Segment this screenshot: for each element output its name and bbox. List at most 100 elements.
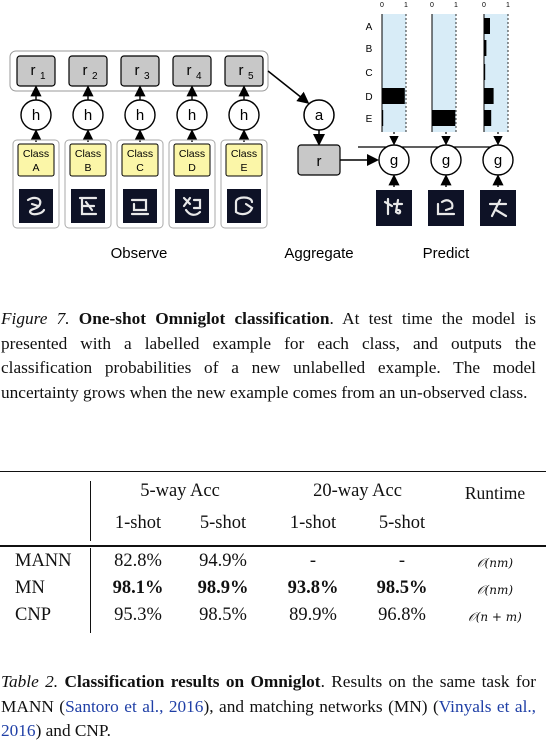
bar-row-label-D: D <box>365 92 372 103</box>
h-node-label-5: h <box>240 107 248 124</box>
r-box-1 <box>17 56 55 86</box>
table-2-body-3: ) and CNP. <box>36 721 111 740</box>
table-runtime-mann: 𝒪(nm) <box>450 556 540 571</box>
bar-row-label-C: C <box>365 68 372 79</box>
table-cell-mann-0: 82.8% <box>98 551 178 572</box>
h-node-label-1: h <box>32 107 40 124</box>
r-aggregate-label: r <box>317 153 322 170</box>
citation-santoro[interactable]: Santoro et al., 2016 <box>65 697 203 716</box>
g-node-label-2: g <box>442 152 450 169</box>
class-word-B: Class <box>75 148 101 160</box>
table-cell-mann-1: 94.9% <box>183 551 263 572</box>
omniglot-character-image-4 <box>175 189 209 223</box>
bar-tick-3-1: 1 <box>506 2 510 9</box>
class-letter-D: D <box>188 162 196 174</box>
table-row-name-mn: MN <box>15 578 45 599</box>
r-box-label-4: r <box>187 62 192 79</box>
table-2-label: Table 2. <box>1 672 58 691</box>
subheader-5way-5shot: 5-shot <box>183 513 263 534</box>
table-cell-cnp-1: 98.5% <box>183 605 263 626</box>
table-cell-mn-3: 98.5% <box>362 578 442 599</box>
g-node-label-1: g <box>390 152 398 169</box>
class-letter-A: A <box>32 162 39 174</box>
table-runtime-mn: 𝒪(nm) <box>450 583 540 598</box>
stage-label-observe: Observe <box>111 245 168 262</box>
table-row-name-cnp: CNP <box>15 605 51 626</box>
table-2-title: Classification results on Omniglot <box>65 672 321 691</box>
subheader-5way-1shot: 1-shot <box>98 513 178 534</box>
bar-row-label-E: E <box>366 114 373 125</box>
r-box-label-5: r <box>239 62 244 79</box>
r-subscript-1: 1 <box>40 71 46 82</box>
query-character-image-1 <box>376 190 412 226</box>
table-top-rule <box>0 471 546 472</box>
prediction-bar-bg-1 <box>382 14 406 132</box>
table-vrule-body <box>90 548 91 633</box>
bar-tick-2-1: 1 <box>454 2 458 9</box>
h-node-label-2: h <box>84 107 92 124</box>
r-box-4 <box>173 56 211 86</box>
stage-label-aggregate: Aggregate <box>284 245 353 262</box>
r-subscript-2: 2 <box>92 71 98 82</box>
figure-7-caption: Figure 7. One-shot Omniglot classificati… <box>1 307 536 405</box>
bar-row-label-A: A <box>366 22 373 33</box>
header-5-way-acc: 5-way Acc <box>100 481 260 502</box>
table-cell-cnp-2: 89.9% <box>273 605 353 626</box>
class-word-E: Class <box>231 148 257 160</box>
omniglot-character-image-3 <box>123 189 157 223</box>
prediction-bar-3-D <box>484 88 494 104</box>
class-letter-B: B <box>84 162 91 174</box>
r-subscript-3: 3 <box>144 71 150 82</box>
table-cell-mann-3: - <box>362 551 442 572</box>
r-subscript-4: 4 <box>196 71 202 82</box>
a-node-label: a <box>315 107 324 124</box>
r-to-a-arrow <box>268 71 307 102</box>
prediction-bar-3-C <box>484 64 485 80</box>
prediction-bar-2-E <box>432 110 455 126</box>
prediction-bar-1-E <box>382 110 383 126</box>
table-mid-rule <box>0 545 546 547</box>
table-2-body-2: ), and matching networks (MN) ( <box>203 697 438 716</box>
bar-tick-1-0: 0 <box>380 2 384 9</box>
bar-tick-2-0: 0 <box>430 2 434 9</box>
h-node-label-3: h <box>136 107 144 124</box>
table-vrule-header <box>90 481 91 541</box>
bar-tick-3-0: 0 <box>482 2 486 9</box>
class-letter-E: E <box>240 162 247 174</box>
table-cell-cnp-3: 96.8% <box>362 605 442 626</box>
omniglot-character-image-5 <box>227 189 261 223</box>
stage-label-predict: Predict <box>423 245 471 262</box>
table-2-caption: Table 2. Classification results on Omnig… <box>1 670 536 744</box>
subheader-20way-1shot: 1-shot <box>273 513 353 534</box>
subheader-20way-5shot: 5-shot <box>362 513 442 534</box>
table-cell-mann-2: - <box>273 551 353 572</box>
r-box-label-1: r <box>31 62 36 79</box>
table-cell-cnp-0: 95.3% <box>98 605 178 626</box>
prediction-bar-3-E <box>484 110 491 126</box>
table-runtime-cnp: 𝒪(n + m) <box>450 610 540 625</box>
bar-tick-1-1: 1 <box>404 2 408 9</box>
table-cell-mn-1: 98.9% <box>183 578 263 599</box>
bar-row-label-B: B <box>366 44 373 55</box>
figure-7-label: Figure 7. <box>1 309 70 328</box>
prediction-bar-3-A <box>484 18 490 34</box>
query-character-image-3 <box>480 190 516 226</box>
prediction-bar-1-D <box>382 88 405 104</box>
r-box-label-2: r <box>83 62 88 79</box>
table-cell-mn-2: 93.8% <box>273 578 353 599</box>
class-letter-C: C <box>136 162 144 174</box>
prediction-bar-3-B <box>484 40 486 56</box>
class-word-A: Class <box>23 148 49 160</box>
class-word-D: Class <box>179 148 205 160</box>
header-runtime: Runtime <box>450 483 540 504</box>
r-box-label-3: r <box>135 62 140 79</box>
figure-7-title: One-shot Omniglot classification <box>79 309 330 328</box>
r-box-5 <box>225 56 263 86</box>
r-subscript-5: 5 <box>248 71 254 82</box>
class-word-C: Class <box>127 148 153 160</box>
r-box-3 <box>121 56 159 86</box>
g-node-label-3: g <box>494 152 502 169</box>
header-20-way-acc: 20-way Acc <box>275 481 440 502</box>
table-row-name-mann: MANN <box>15 551 72 572</box>
